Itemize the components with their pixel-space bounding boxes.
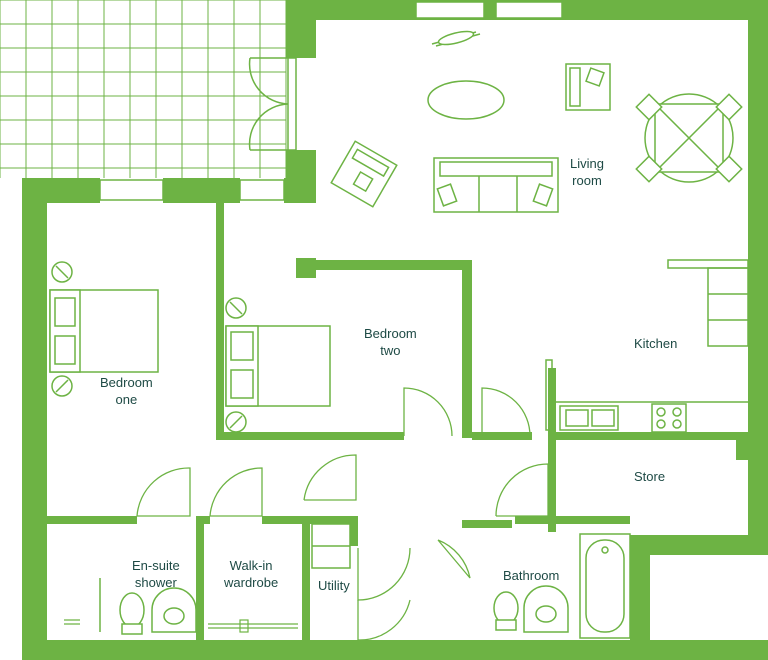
kitchen-units [545, 259, 749, 431]
ensuite-line2: shower [134, 575, 177, 590]
wardrobe-line2: wardrobe [224, 575, 279, 590]
double-bed-icon [49, 289, 159, 373]
room-label-bedroom-one: Bedroom one [100, 374, 153, 408]
wardrobe-line1: Walk-in [229, 558, 273, 573]
basin-icon [523, 585, 569, 633]
sink-icon [559, 405, 619, 431]
room-label-utility: Utility [318, 578, 350, 593]
living-room-line2: room [572, 173, 602, 188]
bath-icon [579, 533, 631, 639]
door-swing-icon [136, 387, 549, 641]
utility-units [311, 523, 351, 569]
bedroom-one-line2: one [115, 392, 138, 407]
room-label-bathroom: Bathroom [503, 568, 560, 583]
terrace-paving [0, 0, 287, 178]
rug-icon [431, 30, 481, 47]
bedside-lamp-icon [225, 297, 247, 433]
armchair-icon [565, 63, 611, 111]
armchair-icon [330, 140, 398, 208]
bedside-lamp-icon [51, 261, 73, 397]
bedroom-one-line1: Bedroom [100, 375, 153, 390]
sofa-icon [433, 157, 559, 213]
hob-icon [651, 403, 687, 433]
wardrobe-rail [208, 619, 298, 633]
room-label-store: Store [634, 469, 666, 484]
door-swing-icon [248, 57, 297, 151]
bedroom-two-line2: two [380, 343, 401, 358]
room-label-bedroom-two: Bedroom two [364, 325, 417, 359]
room-label-kitchen: Kitchen [634, 336, 678, 351]
shower-tray-icon [64, 619, 80, 625]
living-room-line1: Living [570, 156, 604, 171]
room-label-wardrobe: Walk-in wardrobe [224, 557, 278, 591]
walls [22, 0, 768, 660]
toilet-icon [493, 591, 519, 631]
basin-icon [151, 587, 197, 633]
ensuite-line1: En-suite [132, 558, 180, 573]
room-label-living: Living room [570, 155, 604, 189]
double-bed-icon [225, 325, 331, 407]
room-label-ensuite: En-suite shower [132, 557, 180, 591]
bedroom-two-line1: Bedroom [364, 326, 417, 341]
dining-table-icon [635, 93, 743, 183]
coffee-table-icon [427, 80, 505, 120]
toilet-icon [119, 592, 145, 635]
windows [99, 1, 563, 201]
